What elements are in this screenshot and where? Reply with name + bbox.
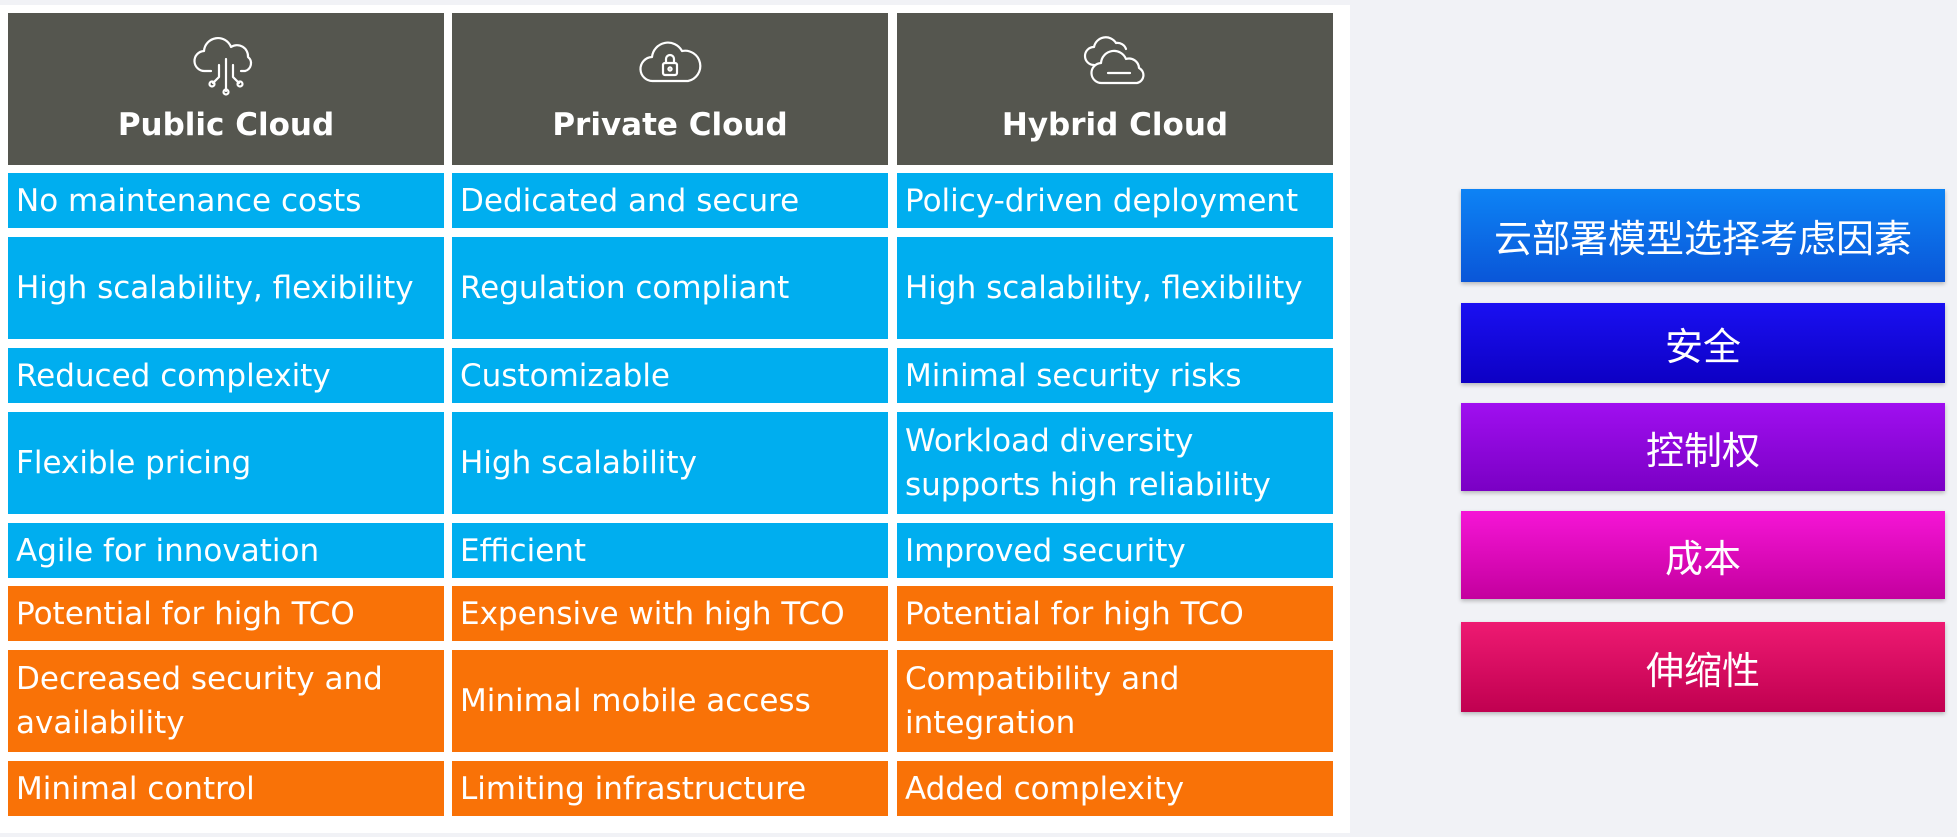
table-cell: Minimal security risks <box>897 348 1333 403</box>
public-cloud-title: Public Cloud <box>117 107 335 143</box>
table-cell: Potential for high TCO <box>8 586 444 641</box>
table-cell: Reduced complexity <box>8 348 444 403</box>
table-cell: Workload diversity supports high reliabi… <box>897 412 1333 514</box>
public-cloud-header: Public Cloud <box>8 13 444 165</box>
table-cell: Dedicated and secure <box>452 173 888 228</box>
table-cell: High scalability, flexibility <box>8 237 444 339</box>
cloud-lock-icon <box>639 41 702 83</box>
private-cloud-title: Private Cloud <box>552 107 788 143</box>
table-cell: High scalability, flexibility <box>897 237 1333 339</box>
table-cell: High scalability <box>452 412 888 514</box>
private-cloud-header: Private Cloud <box>452 13 888 165</box>
table-cell: Expensive with high TCO <box>452 586 888 641</box>
table-cell: Compatibility and integration <box>897 650 1333 752</box>
hybrid-cloud-title: Hybrid Cloud <box>1001 107 1229 143</box>
table-cell: Agile for innovation <box>8 523 444 578</box>
table-cell: Decreased security and availability <box>8 650 444 752</box>
table-cell: No maintenance costs <box>8 173 444 228</box>
table-cell: Efficient <box>452 523 888 578</box>
factor-security: 安全 <box>1461 303 1945 383</box>
cloud-comparison-table: Public Cloud No maintenance costs High s… <box>0 5 1350 833</box>
table-cell: Minimal mobile access <box>452 650 888 752</box>
table-cell: Policy-driven deployment <box>897 173 1333 228</box>
clouds-icon <box>1083 36 1145 85</box>
cloud-network-icon <box>193 37 253 96</box>
table-cell: Potential for high TCO <box>897 586 1333 641</box>
factor-control: 控制权 <box>1461 403 1945 491</box>
table-cell: Improved security <box>897 523 1333 578</box>
table-cell: Limiting infrastructure <box>452 761 888 816</box>
factor-scalability: 伸缩性 <box>1461 622 1945 712</box>
table-cell: Flexible pricing <box>8 412 444 514</box>
table-cell: Minimal control <box>8 761 444 816</box>
table-cell: Regulation compliant <box>452 237 888 339</box>
table-cell: Added complexity <box>897 761 1333 816</box>
factor-cost: 成本 <box>1461 511 1945 599</box>
hybrid-cloud-header: Hybrid Cloud <box>897 13 1333 165</box>
table-cell: Customizable <box>452 348 888 403</box>
factors-title: 云部署模型选择考虑因素 <box>1461 189 1945 282</box>
